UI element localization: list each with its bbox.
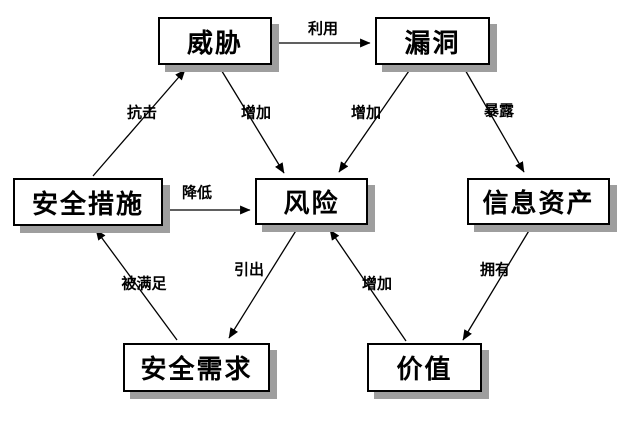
node-security-requirements: 安全需求	[123, 343, 270, 392]
edge-assets-value-line	[462, 228, 531, 341]
edge-vulnerability-risk-line	[338, 67, 412, 173]
edge-label-reduce: 降低	[181, 183, 213, 202]
node-value: 价值	[367, 343, 482, 392]
edge-label-satisfied-by: 被满足	[121, 274, 167, 293]
edge-label-increase-vulnerability: 增加	[350, 103, 382, 122]
node-threat: 威胁	[158, 17, 272, 65]
edge-measures-threat-line	[92, 69, 186, 177]
edge-label-increase-threat: 增加	[240, 103, 272, 122]
edge-label-resist: 抗击	[126, 103, 158, 122]
edge-risk-requirements-line	[228, 228, 298, 339]
edge-label-exploit: 利用	[307, 19, 339, 38]
node-security-measures: 安全措施	[13, 178, 163, 226]
node-information-assets: 信息资产	[467, 178, 610, 225]
edge-vulnerability-assets-line	[463, 67, 525, 173]
edge-label-increase-value: 增加	[361, 274, 393, 293]
edge-label-expose: 暴露	[483, 101, 515, 120]
edge-value-risk-line	[329, 229, 407, 342]
node-vulnerability: 漏洞	[375, 17, 490, 65]
edge-label-lead-to: 引出	[233, 260, 265, 279]
edge-threat-risk-line	[219, 67, 285, 174]
edge-requirements-measures-line	[95, 229, 178, 341]
node-risk: 风险	[255, 178, 368, 225]
edge-label-possess: 拥有	[479, 260, 511, 279]
